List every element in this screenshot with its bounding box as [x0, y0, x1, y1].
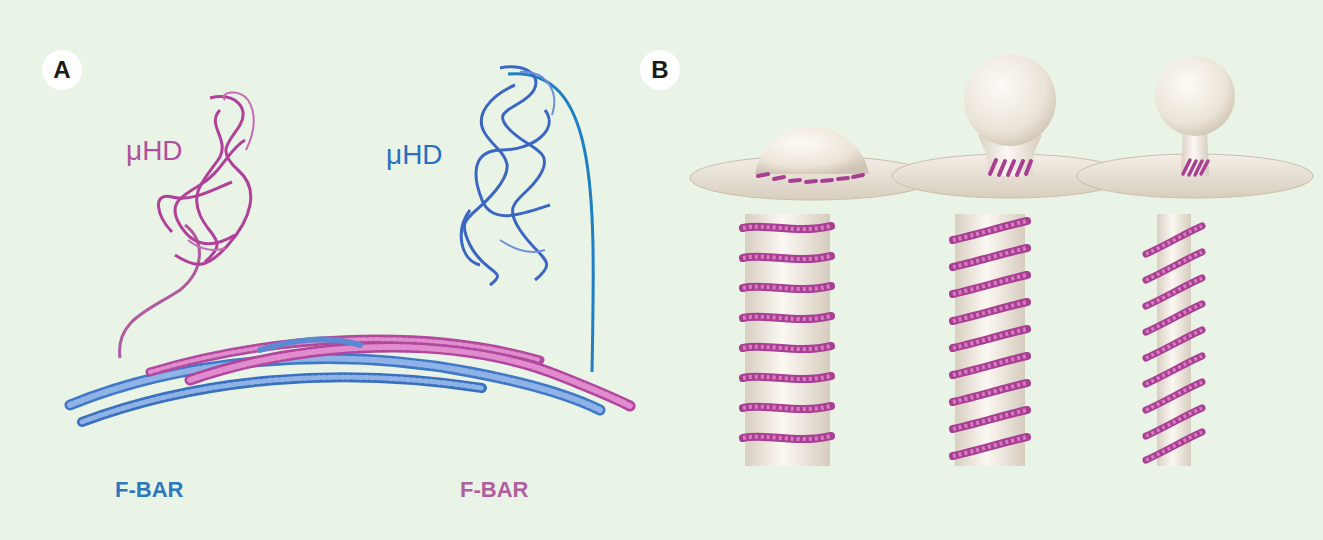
- domain-label: μHD: [124, 136, 185, 167]
- dimer-label: F-BAR: [113, 478, 185, 502]
- membrane-bud: [690, 127, 934, 200]
- membrane-tubule: [1146, 214, 1202, 466]
- linker: [120, 225, 200, 358]
- fbar-dimer: [70, 339, 630, 422]
- domain-label: μHD: [384, 140, 445, 171]
- dimer-label: F-BAR: [458, 478, 530, 502]
- membrane-tubule: [743, 214, 831, 466]
- panel-letter: A: [42, 50, 82, 90]
- muhd-domain: [461, 67, 554, 285]
- linker: [508, 74, 593, 372]
- membrane-bud: [1077, 56, 1313, 198]
- membrane-tubule: [953, 214, 1027, 466]
- panel-letter-text: B: [651, 56, 668, 84]
- panel-letter-text: A: [53, 56, 70, 84]
- panel-letter: B: [640, 50, 680, 90]
- muhd-domain: [158, 92, 253, 264]
